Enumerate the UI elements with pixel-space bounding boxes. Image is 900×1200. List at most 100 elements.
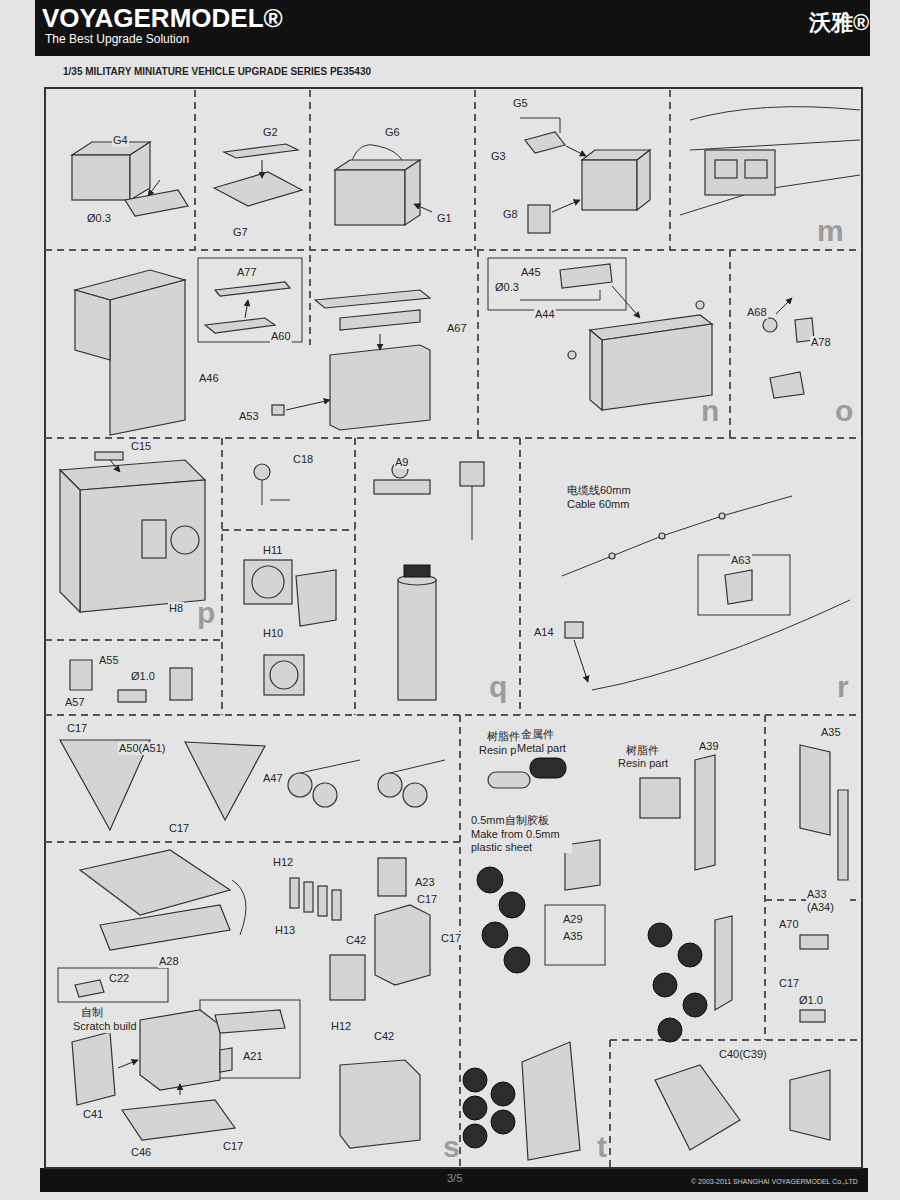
drawn-shape — [658, 1018, 682, 1042]
drawn-shape — [504, 947, 530, 973]
part-label: G3 — [490, 150, 507, 163]
part-label: A29 — [562, 913, 584, 926]
drawn-shape — [568, 351, 576, 359]
drawn-shape — [270, 661, 298, 689]
drawn-shape — [100, 905, 230, 950]
drawn-shape — [70, 660, 92, 690]
drawn-shape — [195, 90, 670, 250]
drawn-shape — [110, 460, 120, 472]
drawn-shape — [214, 172, 302, 206]
drawn-shape — [262, 160, 263, 178]
drawn-shape — [725, 570, 752, 604]
sheet-frame — [45, 88, 862, 1168]
part-label: A28 — [158, 955, 180, 968]
drawn-shape — [125, 190, 188, 216]
drawn-shape — [520, 290, 600, 300]
drawn-shape — [770, 372, 804, 398]
drawn-shape — [520, 118, 560, 133]
drawn-shape — [695, 755, 715, 870]
drawn-shape — [375, 905, 430, 985]
drawn-shape — [705, 150, 775, 195]
drawn-shape — [215, 282, 290, 296]
drawn-shape — [655, 1065, 740, 1150]
panel-dividers — [45, 90, 862, 1168]
drawn-shape — [244, 560, 292, 604]
part-label: C41 — [82, 1108, 104, 1121]
drawn-shape — [300, 760, 445, 773]
step-letter: r — [836, 672, 850, 702]
part-label: H10 — [262, 627, 284, 640]
part-label: A35 — [820, 726, 842, 739]
part-label: A47 — [262, 772, 284, 785]
drawn-shape — [45, 438, 520, 715]
drawn-shape — [590, 330, 602, 410]
part-label: G1 — [436, 212, 453, 225]
drawn-shape — [304, 882, 313, 912]
drawn-shape — [290, 878, 299, 908]
part-label: Resin part — [617, 757, 669, 770]
drawn-shape — [330, 955, 365, 1000]
drawn-shape — [528, 205, 550, 233]
series-title: 1/35 MILITARY MINIATURE VEHICLE UPGRADE … — [62, 66, 372, 78]
part-label: C17 — [66, 722, 88, 735]
drawn-shape — [148, 180, 160, 196]
brand-text: 沃雅® — [808, 10, 870, 35]
drawn-shape — [340, 310, 420, 330]
step-letter: o — [834, 396, 854, 426]
part-label: H12 — [272, 856, 294, 869]
step-letter: s — [442, 1132, 461, 1162]
drawn-shape — [648, 923, 672, 947]
drawn-shape — [403, 783, 427, 807]
drawn-shape — [776, 298, 792, 314]
drawn-shape — [460, 715, 862, 1168]
part-label: H8 — [168, 602, 184, 615]
drawn-shape — [499, 892, 525, 918]
part-label: C17 — [778, 977, 800, 990]
drawn-shape — [566, 146, 586, 156]
drawn-shape — [545, 905, 605, 965]
drawn-shape — [680, 107, 860, 215]
drawn-shape — [530, 758, 566, 778]
drawn-shape — [318, 886, 327, 916]
part-label: Cable 60mm — [566, 498, 630, 511]
part-label: A68 — [746, 306, 768, 319]
part-label: A35 — [562, 930, 584, 943]
part-label: C15 — [130, 440, 152, 453]
drawn-shape — [463, 1124, 487, 1148]
part-label: A21 — [242, 1050, 264, 1063]
drawn-shape — [310, 250, 730, 438]
drawn-shape — [205, 318, 275, 333]
part-label: A23 — [414, 876, 436, 889]
drawn-shape — [574, 640, 588, 682]
part-label: A57 — [64, 696, 86, 709]
part-label: A63 — [730, 554, 752, 567]
drawn-shape — [374, 480, 430, 494]
drawn-shape — [352, 145, 402, 160]
drawn-shape — [252, 566, 284, 598]
drawn-shape — [232, 880, 246, 935]
part-label: A9 — [394, 456, 409, 469]
drawn-shape — [491, 1082, 515, 1106]
part-label: G5 — [512, 97, 529, 110]
drawn-shape — [380, 334, 381, 350]
drawn-shape — [552, 200, 580, 212]
drawn-shape — [398, 580, 436, 700]
drawn-shape — [198, 258, 302, 342]
part-label: C40(C39) — [718, 1048, 768, 1061]
drawn-shape — [565, 622, 583, 638]
drawn-shape — [488, 258, 626, 310]
header-bar — [35, 0, 870, 56]
part-label: Make from 0.5mm plastic sheet — [470, 828, 572, 853]
drawn-shape — [313, 783, 337, 807]
drawn-shape — [560, 264, 612, 288]
drawn-shape — [404, 565, 430, 577]
drawn-shape — [463, 1096, 487, 1120]
drawn-shape — [122, 1100, 235, 1140]
drawn-shape — [800, 1010, 825, 1022]
part-label: C17 — [168, 822, 190, 835]
part-label: 金属件 — [520, 728, 555, 741]
step-n — [75, 264, 814, 435]
drawn-shape — [170, 668, 192, 700]
part-label: A60 — [270, 330, 292, 343]
